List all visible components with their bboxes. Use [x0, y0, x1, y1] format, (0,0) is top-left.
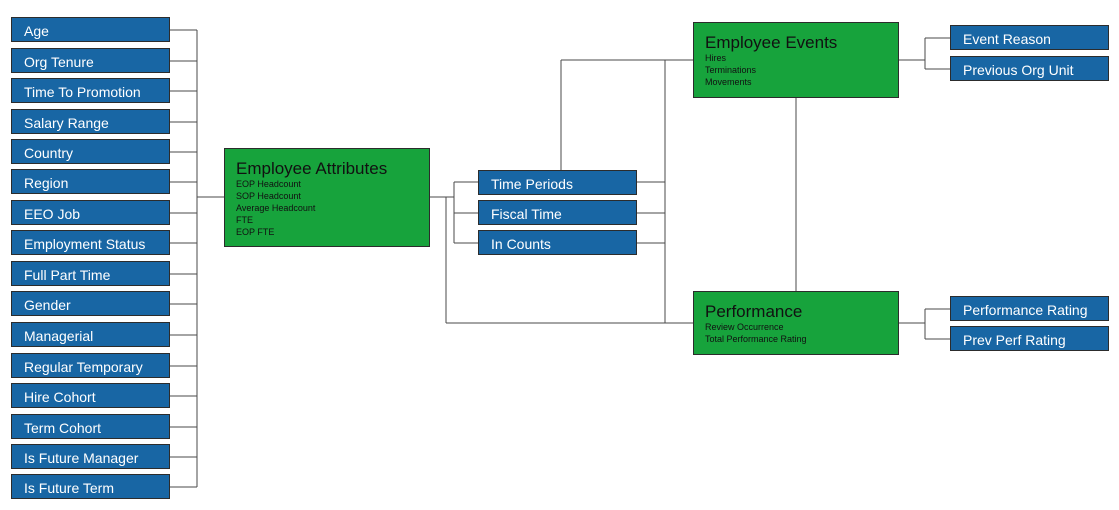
dimension-managerial: Managerial	[11, 322, 170, 347]
dimension-prev-perf-rating: Prev Perf Rating	[950, 326, 1109, 351]
performance-title: Performance	[705, 302, 803, 321]
dimension-in-counts: In Counts	[478, 230, 637, 255]
measure-eop-fte: EOP FTE	[236, 227, 275, 237]
dimension-hire-cohort: Hire Cohort	[11, 383, 170, 408]
dimension-time-periods: Time Periods	[478, 170, 637, 195]
employee-events-box: Employee Events Hires Terminations Movem…	[693, 22, 899, 98]
employee-events-title: Employee Events	[705, 33, 838, 52]
dimension-region: Region	[11, 169, 170, 194]
dimension-eeo-job: EEO Job	[11, 200, 170, 225]
measure-eop-headcount: EOP Headcount	[236, 179, 301, 189]
dimension-employment-status: Employment Status	[11, 230, 170, 255]
dimension-is-future-term: Is Future Term	[11, 474, 170, 499]
dimension-is-future-manager: Is Future Manager	[11, 444, 170, 469]
dimension-time-to-promotion: Time To Promotion	[11, 78, 170, 103]
measure-average-headcount: Average Headcount	[236, 203, 316, 213]
employee-attributes-box: Employee Attributes EOP Headcount SOP He…	[224, 148, 430, 247]
employee-attributes-title: Employee Attributes	[236, 159, 388, 178]
dimension-gender: Gender	[11, 291, 170, 316]
measure-terminations: Terminations	[705, 65, 757, 75]
dimension-performance-rating: Performance Rating	[950, 296, 1109, 321]
measure-hires: Hires	[705, 53, 727, 63]
dimension-full-part-time: Full Part Time	[11, 261, 170, 286]
dimension-event-reason: Event Reason	[950, 25, 1109, 50]
dimension-previous-org-unit: Previous Org Unit	[950, 56, 1109, 81]
dimension-fiscal-time: Fiscal Time	[478, 200, 637, 225]
dimension-regular-temporary: Regular Temporary	[11, 353, 170, 378]
dimension-age: Age	[11, 17, 170, 42]
performance-box: Performance Review Occurrence Total Perf…	[693, 291, 899, 355]
measure-review-occurrence: Review Occurrence	[705, 322, 784, 332]
measure-movements: Movements	[705, 77, 752, 87]
measure-fte: FTE	[236, 215, 253, 225]
dimension-country: Country	[11, 139, 170, 164]
measure-sop-headcount: SOP Headcount	[236, 191, 301, 201]
dimension-term-cohort: Term Cohort	[11, 414, 170, 439]
measure-total-performance-rating: Total Performance Rating	[705, 334, 807, 344]
dimension-org-tenure: Org Tenure	[11, 48, 170, 73]
dimension-salary-range: Salary Range	[11, 109, 170, 134]
